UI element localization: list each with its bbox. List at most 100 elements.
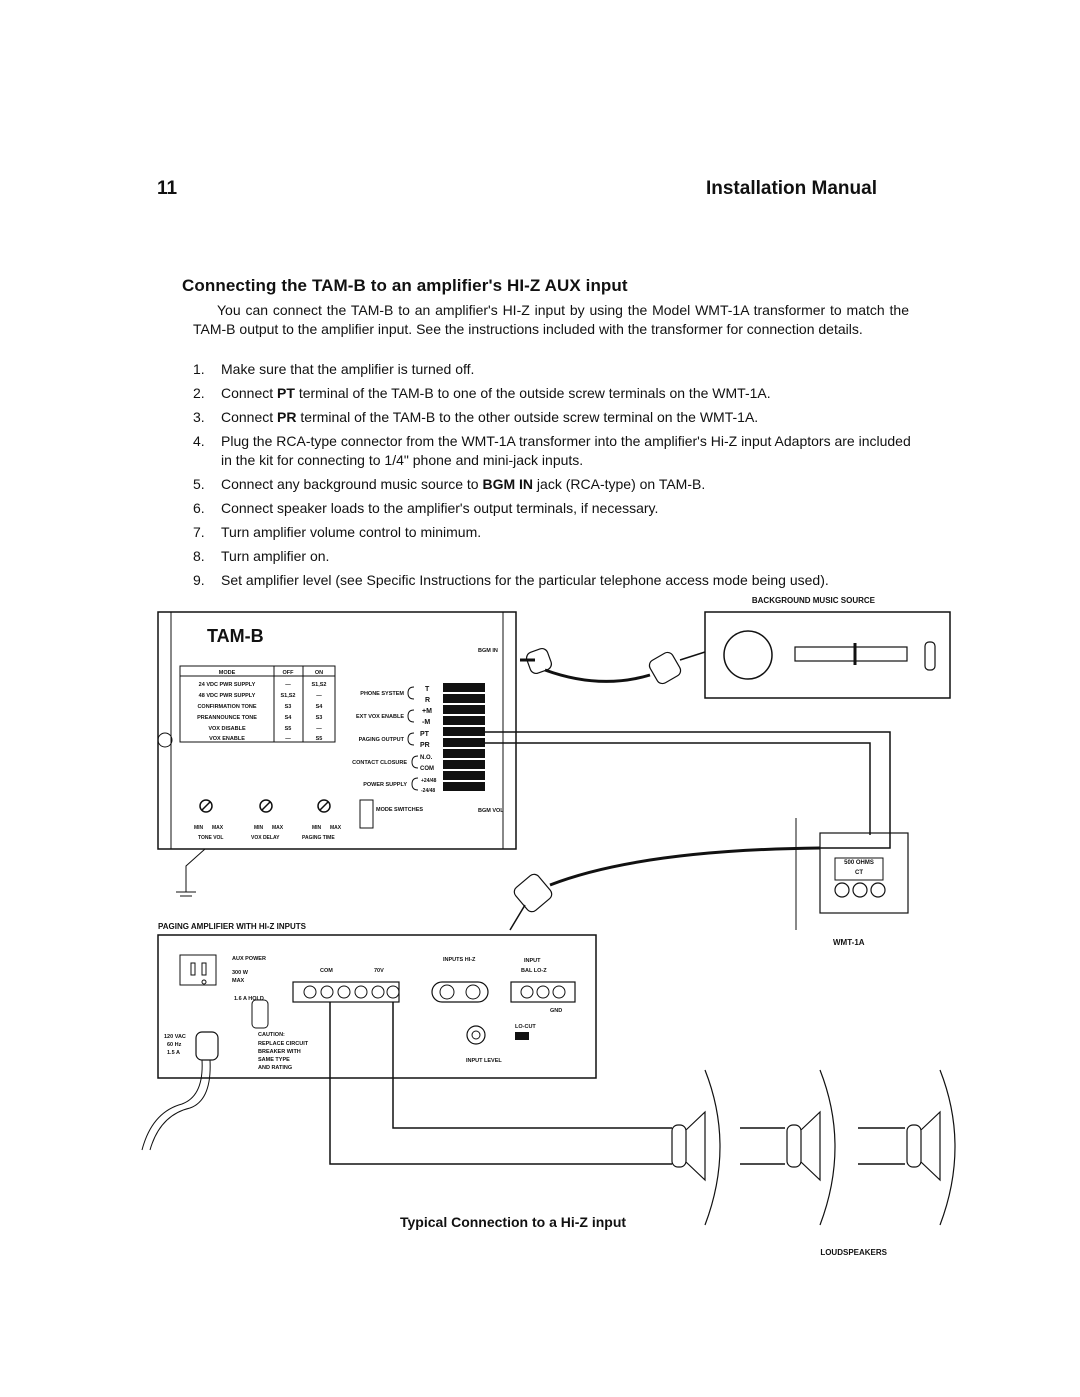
svg-text:S1,S2: S1,S2: [312, 682, 327, 688]
svg-text:PR: PR: [420, 742, 430, 749]
svg-text:+M: +M: [422, 708, 432, 715]
svg-text:S1,S2: S1,S2: [281, 693, 296, 699]
mode-header: MODE: [219, 670, 236, 676]
power-cord: [141, 1059, 211, 1151]
amp-text: AUX POWER 300 W MAX COM 70V INPUTS HI-Z …: [164, 956, 562, 1071]
svg-text:N.O.: N.O.: [420, 755, 433, 761]
speaker-wires: [329, 1002, 905, 1165]
phone-system-label: PHONE SYSTEM: [360, 691, 404, 697]
svg-text:VOX DELAY: VOX DELAY: [251, 835, 280, 841]
step-number: 2.: [193, 385, 205, 401]
step-text: Connect PT terminal of the TAM-B to one …: [221, 385, 771, 401]
step-number: 5.: [193, 476, 205, 492]
svg-text:CAUTION:: CAUTION:: [258, 1032, 285, 1038]
mode-row: PREANNOUNCE TONE S4 S3: [197, 715, 322, 721]
step-item: 8. Turn amplifier on.: [193, 547, 913, 566]
svg-text:REPLACE CIRCUIT: REPLACE CIRCUIT: [258, 1041, 309, 1047]
knob-labels: MIN MAX TONE VOL MIN MAX VOX DELAY MIN M…: [194, 825, 342, 841]
mode-row: 48 VDC PWR SUPPLY S1,S2 —: [199, 693, 323, 699]
svg-text:MIN: MIN: [254, 825, 264, 831]
svg-text:COM: COM: [420, 766, 434, 772]
svg-text:S4: S4: [316, 704, 324, 710]
terminal-group-labels: PHONE SYSTEM EXT VOX ENABLE PAGING OUTPU…: [352, 691, 407, 788]
svg-text:CONFIRMATION TONE: CONFIRMATION TONE: [197, 704, 256, 710]
mode-table: MODE OFF ON 24 VDC PWR SUPPLY — S1,S2 48…: [179, 665, 336, 743]
paging-output-label: PAGING OUTPUT: [359, 737, 405, 743]
svg-text:T: T: [425, 686, 430, 693]
svg-text:+24/48: +24/48: [421, 778, 437, 784]
step-text: Connect speaker loads to the amplifier's…: [221, 500, 659, 516]
svg-text:INPUTS HI-Z: INPUTS HI-Z: [443, 957, 476, 963]
amp-label: PAGING AMPLIFIER WITH HI-Z INPUTS: [158, 922, 307, 931]
step-item: 4. Plug the RCA-type connector from the W…: [193, 432, 913, 470]
step-number: 7.: [193, 524, 205, 540]
svg-text:—: —: [316, 693, 322, 699]
running-head: Installation Manual: [705, 178, 877, 199]
svg-text:60 Hz: 60 Hz: [167, 1042, 182, 1048]
step-text: Set amplifier level (see Specific Instru…: [221, 572, 829, 588]
step-item: 2. Connect PT terminal of the TAM-B to on…: [193, 384, 913, 403]
step-item: 5.Connect any background music source to…: [193, 475, 913, 494]
svg-text:1.5 A: 1.5 A: [167, 1050, 180, 1056]
mode-row: 24 VDC PWR SUPPLY — S1,S2: [199, 682, 327, 688]
mode-row: VOX DISABLE S5 —: [208, 726, 322, 732]
svg-text:-M: -M: [422, 719, 430, 726]
step-text: Make sure that the amplifier is turned o…: [221, 361, 475, 377]
svg-text:S3: S3: [316, 715, 323, 721]
loudspeaker: [671, 1069, 721, 1226]
pt-pr-wires: [485, 731, 891, 849]
loudspeakers-label: LOUDSPEAKERS: [820, 1248, 887, 1257]
terminal-labels: T R +M -M PT PR N.O. COM +24/48 -24/48: [420, 686, 437, 794]
svg-text:MAX: MAX: [330, 825, 342, 831]
step-text: Connect PR terminal of the TAM-B to the …: [221, 409, 759, 425]
step-number: 4.: [193, 433, 205, 449]
xfmr-ct-label: CT: [855, 870, 863, 876]
svg-text:MAX: MAX: [212, 825, 224, 831]
step-number: 9.: [193, 572, 205, 588]
svg-text:PAGING TIME: PAGING TIME: [302, 835, 335, 841]
svg-text:LO-CUT: LO-CUT: [515, 1024, 536, 1030]
svg-text:MIN: MIN: [194, 825, 204, 831]
on-header: ON: [315, 670, 323, 676]
svg-text:S5: S5: [285, 726, 292, 732]
wmt-1a-label: WMT-1A: [833, 938, 865, 947]
terminal-block: [443, 683, 485, 791]
steps-list: 1. Make sure that the amplifier is turned…: [193, 360, 913, 595]
svg-text:MAX: MAX: [232, 978, 245, 984]
svg-text:AND RATING: AND RATING: [258, 1065, 292, 1071]
svg-text:VOX DISABLE: VOX DISABLE: [208, 726, 246, 732]
svg-text:GND: GND: [550, 1008, 562, 1014]
svg-text:SAME TYPE: SAME TYPE: [258, 1057, 290, 1063]
mode-row: VOX ENABLE — S5: [209, 736, 322, 742]
bgm-in-label: BGM IN: [478, 648, 498, 654]
svg-text:VOX ENABLE: VOX ENABLE: [209, 736, 245, 742]
amplifier-panel: [157, 934, 597, 1079]
svg-text:BAL LO-Z: BAL LO-Z: [521, 968, 547, 974]
svg-text:S4: S4: [285, 715, 293, 721]
step-text: Plug the RCA-type connector from the WMT…: [221, 433, 911, 468]
step-number: 1.: [193, 361, 205, 377]
step-text: Turn amplifier volume control to minimum…: [221, 524, 482, 540]
svg-text:TONE VOL: TONE VOL: [198, 835, 223, 841]
step-item: 7. Turn amplifier volume control to minim…: [193, 523, 913, 542]
step-number: 8.: [193, 548, 205, 564]
step-text: Turn amplifier on.: [221, 548, 330, 564]
bgm-vol-label: BGM VOL: [478, 808, 504, 814]
xfmr-ohms-label: 500 OHMS: [844, 860, 874, 866]
power-supply-label: POWER SUPPLY: [363, 782, 407, 788]
svg-text:S5: S5: [316, 736, 323, 742]
svg-text:—: —: [285, 682, 291, 688]
mode-switches-label: MODE SWITCHES: [376, 807, 423, 813]
bgm-labels: BGM IN BGM VOL MODE SWITCHES: [376, 648, 504, 814]
svg-text:MIN: MIN: [312, 825, 322, 831]
step-item: 1. Make sure that the amplifier is turned…: [193, 360, 913, 379]
knob-paging-time: [317, 799, 331, 813]
off-header: OFF: [283, 670, 295, 676]
svg-text:—: —: [316, 726, 322, 732]
svg-text:PT: PT: [420, 731, 430, 738]
tam-b-title: TAM-B: [207, 626, 264, 646]
svg-text:AUX POWER: AUX POWER: [232, 956, 266, 962]
svg-text:INPUT: INPUT: [524, 958, 541, 964]
svg-text:70V: 70V: [374, 968, 384, 974]
